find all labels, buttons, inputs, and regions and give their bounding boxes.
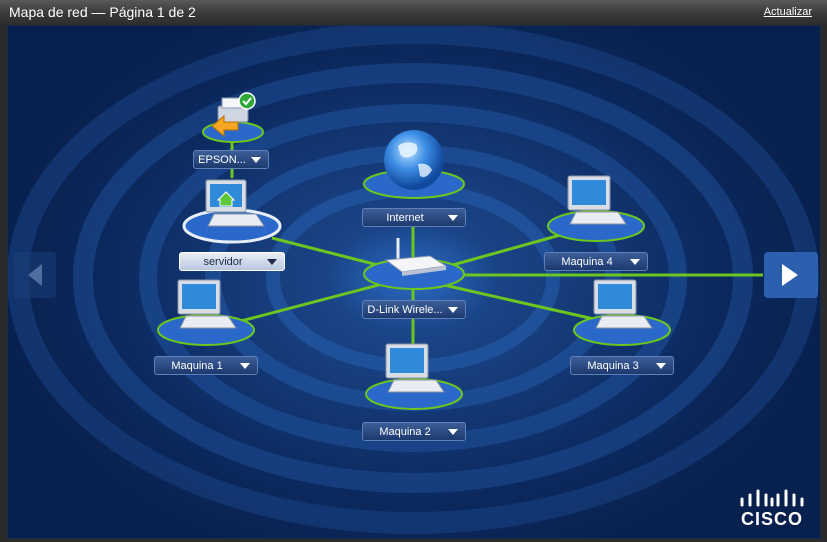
router-icon <box>363 238 465 290</box>
router-label-dropdown[interactable]: D-Link Wirele... <box>362 300 466 319</box>
server-node[interactable] <box>180 176 284 246</box>
maquina2-label-dropdown[interactable]: Maquina 2 <box>362 422 466 441</box>
next-page-button[interactable] <box>764 252 818 298</box>
chevron-down-icon <box>240 363 250 369</box>
arrow-left-icon <box>14 252 56 298</box>
maquina2-label: Maquina 2 <box>379 426 431 438</box>
maquina3-label: Maquina 3 <box>587 360 639 372</box>
printer-node[interactable] <box>198 90 268 144</box>
maquina1-label: Maquina 1 <box>171 360 223 372</box>
server-label-dropdown[interactable]: servidor <box>179 252 285 271</box>
network-map-canvas: EPSON... servidor <box>7 25 821 539</box>
maquina4-label: Maquina 4 <box>561 256 613 268</box>
computer-home-icon <box>182 179 282 244</box>
checkmark-icon <box>238 92 256 110</box>
printer-shared-icon <box>202 97 264 143</box>
router-node[interactable] <box>362 230 466 292</box>
chevron-down-icon <box>448 307 458 313</box>
computer-icon <box>157 279 255 346</box>
chevron-down-icon <box>267 259 277 265</box>
internet-label: Internet <box>386 212 424 224</box>
chevron-down-icon <box>630 259 640 265</box>
router-label: D-Link Wirele... <box>367 304 443 316</box>
computer-icon <box>573 279 671 346</box>
computer-icon <box>547 175 645 242</box>
computer-icon <box>365 343 463 410</box>
window-title: Mapa de red — Página 1 de 2 <box>9 4 196 20</box>
internet-label-dropdown[interactable]: Internet <box>362 208 466 227</box>
server-label: servidor <box>203 256 243 268</box>
arrow-right-icon <box>764 252 818 298</box>
cisco-logo: CISCO <box>736 487 808 529</box>
chevron-down-icon <box>251 157 261 163</box>
internet-node[interactable] <box>362 126 466 202</box>
maquina4-node[interactable] <box>544 174 648 246</box>
chevron-down-icon <box>656 363 666 369</box>
globe-icon <box>363 130 465 199</box>
chevron-down-icon <box>448 215 458 221</box>
maquina4-label-dropdown[interactable]: Maquina 4 <box>544 252 648 271</box>
maquina3-label-dropdown[interactable]: Maquina 3 <box>570 356 674 375</box>
maquina3-node[interactable] <box>570 278 674 350</box>
printer-label-dropdown[interactable]: EPSON... <box>193 150 269 169</box>
refresh-link[interactable]: Actualizar <box>763 6 812 18</box>
chevron-down-icon <box>448 429 458 435</box>
title-bar: Mapa de red — Página 1 de 2 Actualizar <box>0 0 827 24</box>
printer-label: EPSON... <box>198 154 246 166</box>
maquina2-node[interactable] <box>362 342 466 414</box>
previous-page-button[interactable] <box>14 252 56 298</box>
cisco-wordmark: CISCO <box>740 509 803 529</box>
cisco-logo-icon <box>740 489 804 507</box>
maquina1-node[interactable] <box>154 278 258 350</box>
maquina1-label-dropdown[interactable]: Maquina 1 <box>154 356 258 375</box>
